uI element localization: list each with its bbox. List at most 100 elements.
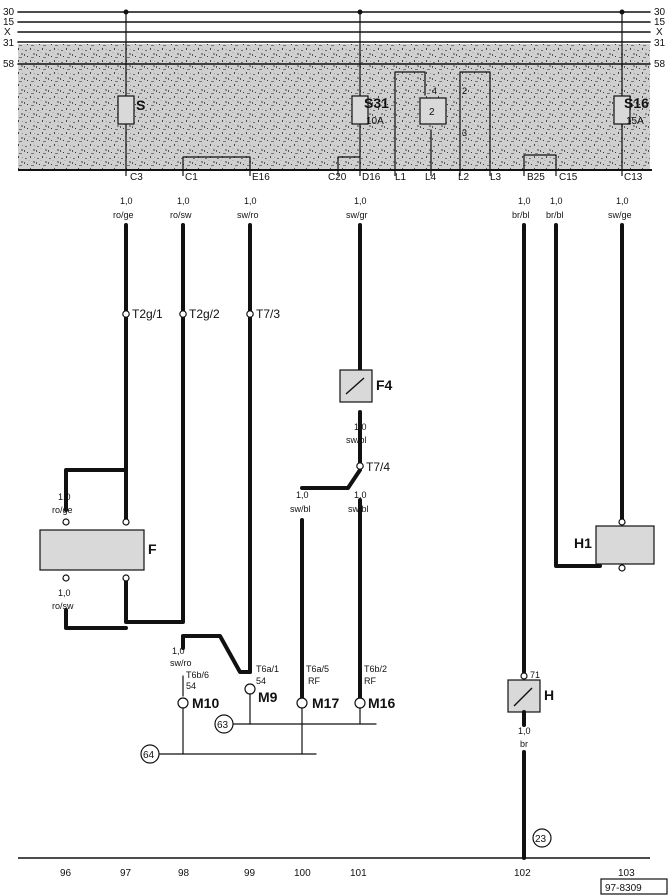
- terminal-c15: C15: [559, 172, 578, 183]
- wire-h-color: br: [520, 739, 528, 749]
- footer-number-101: 101: [350, 868, 367, 879]
- component-h1-label: H1: [574, 535, 592, 551]
- rail-label-x-right: X: [656, 27, 663, 38]
- wire-t74-right-color: sw/bl: [348, 504, 369, 514]
- terminal-c1: C1: [185, 172, 198, 183]
- component-h1: H1: [574, 518, 655, 572]
- wire-h-size: 1,0: [518, 726, 531, 736]
- terminal-l2: L2: [458, 172, 470, 183]
- ground-63-label: 63: [217, 720, 229, 731]
- connector-t73: T7/3: [246, 307, 280, 321]
- wire-c3-size: 1,0: [120, 196, 133, 206]
- wire-t74-right-size: 1,0: [354, 490, 367, 500]
- wire-c13-color: sw/ge: [608, 210, 632, 220]
- lamp-m10: 1,0 sw/ro T6b/6 54 M10: [170, 646, 219, 711]
- connector-t6a5-sub: RF: [308, 676, 320, 686]
- terminal-ticks: [125, 170, 623, 176]
- footer-number-103: 103: [618, 868, 635, 879]
- wire-e16-color: sw/ro: [237, 210, 259, 220]
- wire-c1-size: 1,0: [177, 196, 190, 206]
- wire-f-bottom-size: 1,0: [58, 588, 71, 598]
- wire-t74-left-color: sw/bl: [290, 504, 311, 514]
- ground-point-23: 23: [532, 828, 552, 848]
- wire-f4-color: sw/bl: [346, 435, 367, 445]
- wiring-thick: [64, 223, 624, 854]
- power-rails: [17, 11, 651, 65]
- footer-number-102: 102: [514, 868, 531, 879]
- rail-label-58-right: 58: [654, 59, 666, 70]
- switch-h-label: H: [544, 687, 554, 703]
- ground-point-63: 63: [214, 714, 234, 734]
- fuse-s31-rating: 10A: [366, 116, 384, 127]
- wire-c1-color: ro/sw: [170, 210, 192, 220]
- connector-t6b2: T6b/2: [364, 664, 387, 674]
- lamp-m16-label: M16: [368, 695, 395, 711]
- relay-pin-4: 4: [432, 86, 437, 96]
- rail-label-30-right: 30: [654, 7, 666, 18]
- fuse-s16-label: S16: [624, 95, 649, 111]
- fuse-relay-panel: [18, 44, 650, 170]
- lamp-m17-label: M17: [312, 695, 339, 711]
- fuse-s16: S16 15A: [613, 95, 649, 127]
- rail-labels-left: 30 15 X 31 58: [3, 7, 15, 70]
- wire-labels-top: 1,0 ro/ge 1,0 ro/sw 1,0 sw/ro 1,0 sw/gr …: [113, 196, 632, 220]
- panel-wiring: [123, 9, 625, 171]
- wire-d16-color: sw/gr: [346, 210, 368, 220]
- terminal-e16: E16: [252, 172, 270, 183]
- terminal-c13: C13: [624, 172, 643, 183]
- relay-2: 4 2 3 2: [419, 86, 467, 138]
- lamp-m9-label: M9: [258, 689, 278, 705]
- drawing-id-box: 97-8309: [600, 878, 668, 895]
- wire-b25-color: br/bl: [512, 210, 530, 220]
- wire-f-top-color: ro/ge: [52, 505, 73, 515]
- component-f: F 1,0 ro/ge 1,0 ro/sw: [39, 492, 157, 611]
- connector-t6a1-sub: 54: [256, 676, 266, 686]
- footer-number-98: 98: [178, 868, 190, 879]
- drawing-id: 97-8309: [605, 883, 642, 894]
- connector-t74-label: T7/4: [366, 460, 390, 474]
- wire-d16-size: 1,0: [354, 196, 367, 206]
- footer-number-100: 100: [294, 868, 311, 879]
- terminal-d16: D16: [362, 172, 381, 183]
- fuse-s16-rating: 15A: [626, 116, 644, 127]
- rail-label-x-left: X: [4, 27, 11, 38]
- switch-f4-label: F4: [376, 377, 393, 393]
- connector-t6a1: T6a/1: [256, 664, 279, 674]
- fuse-s31-label: S31: [364, 95, 389, 111]
- switch-h: 71 H 1,0 br: [507, 670, 554, 749]
- wire-f-bottom-color: ro/sw: [52, 601, 74, 611]
- relay-pin-2: 2: [462, 86, 467, 96]
- connector-t2g2: T2g/2: [179, 307, 220, 321]
- terminal-b25: B25: [527, 172, 545, 183]
- wire-t74-left-size: 1,0: [296, 490, 309, 500]
- fuse-s-left-label: S: [136, 97, 145, 113]
- switch-f4: F4 1,0 sw/bl: [339, 369, 393, 445]
- rail-labels-right: 30 15 X 31 58: [654, 7, 666, 70]
- terminal-c3: C3: [130, 172, 143, 183]
- wire-f4-size: 1,0: [354, 422, 367, 432]
- footer-number-97: 97: [120, 868, 132, 879]
- terminal-l4: L4: [425, 172, 437, 183]
- relay-pin-3: 3: [462, 128, 467, 138]
- ground-bus-wires: [159, 693, 526, 860]
- wire-m10-size: 1,0: [172, 646, 185, 656]
- ground-64-label: 64: [143, 750, 155, 761]
- connector-t73-label: T7/3: [256, 307, 280, 321]
- wire-c15-color: br/bl: [546, 210, 564, 220]
- rail-label-58-left: 58: [3, 59, 15, 70]
- rail-label-15-right: 15: [654, 17, 666, 28]
- lamp-m17: T6a/5 RF M17: [296, 664, 339, 711]
- connector-t6b6-sub: 54: [186, 681, 196, 691]
- footer-number-99: 99: [244, 868, 256, 879]
- switch-h-pin: 71: [530, 670, 540, 680]
- wire-c15-size: 1,0: [550, 196, 563, 206]
- wire-m10-color: sw/ro: [170, 658, 192, 668]
- footer-number-96: 96: [60, 868, 72, 879]
- terminal-labels: C3 C1 E16 C20 D16 L1 L4 L2 L3 B25 C15 C1…: [130, 172, 643, 183]
- ground-23-label: 23: [535, 834, 547, 845]
- rail-label-30-left: 30: [3, 7, 15, 18]
- lamp-m10-label: M10: [192, 695, 219, 711]
- connector-t2g2-label: T2g/2: [189, 307, 220, 321]
- fuse-s-left: S: [117, 95, 145, 125]
